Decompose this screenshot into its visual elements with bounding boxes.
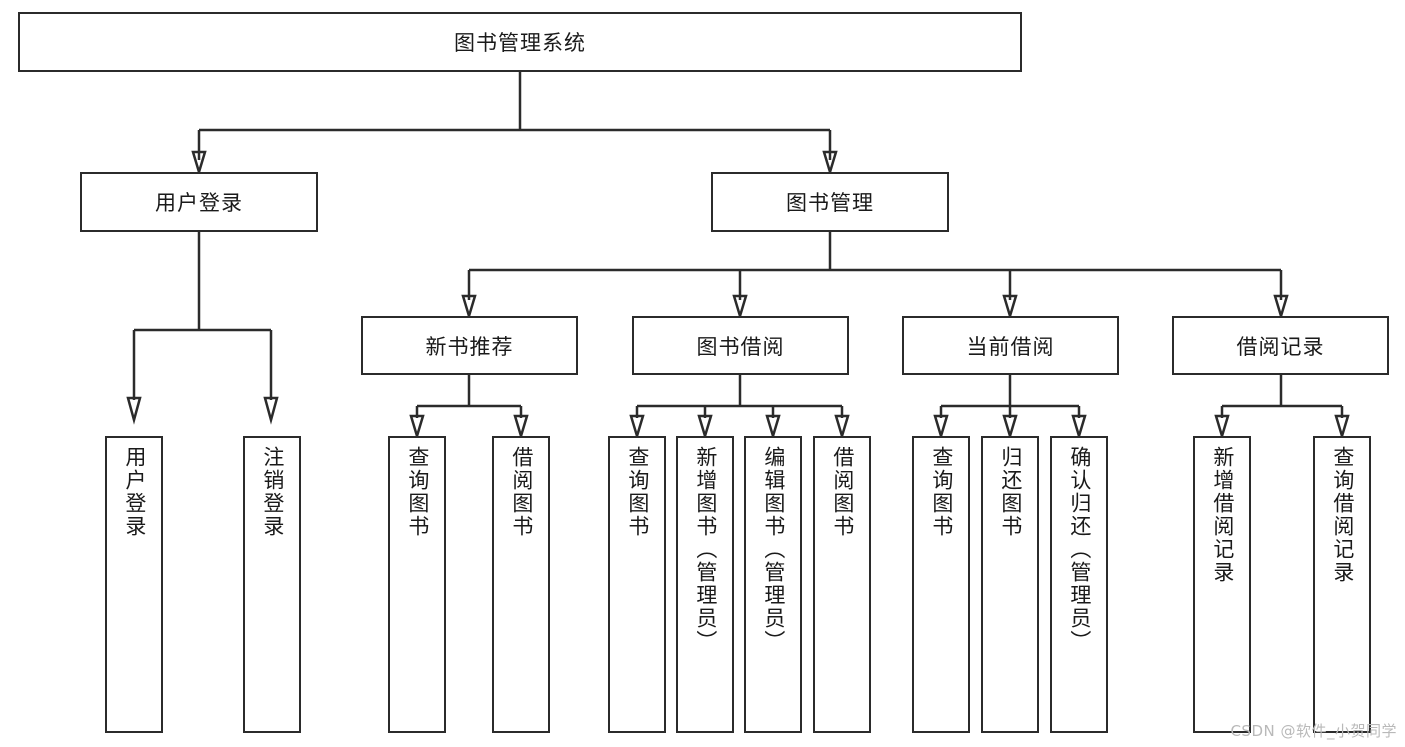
arrowhead-leaf-book-borrow-2 (697, 414, 713, 441)
leaf-label: 查询借阅记录 (1330, 446, 1355, 584)
arrowhead-leaf-current-borrow-3 (1071, 414, 1087, 441)
leaf-label: 查询图书 (929, 446, 954, 538)
node-root-library-system[interactable]: 图书管理系统 (18, 12, 1022, 72)
watermark: CSDN @软件_小贺同学 (1230, 722, 1397, 740)
leaf-book-borrow-query-book[interactable]: 查询图书 (608, 436, 666, 733)
leaf-book-borrow-edit-book-admin[interactable]: 编辑图书（管理员） (744, 436, 802, 733)
leaf-borrow-record-query-record[interactable]: 查询借阅记录 (1313, 436, 1371, 733)
leaf-book-borrow-add-book-admin[interactable]: 新增图书（管理员） (676, 436, 734, 733)
arrowhead-leaf-current-borrow-2 (1002, 414, 1018, 441)
node-new-book-recommend-label: 新书推荐 (425, 334, 514, 359)
leaf-label: 新增借阅记录 (1210, 446, 1235, 584)
leaf-label: 确认归还（管理员） (1067, 446, 1092, 653)
leaf-label: 用户登录 (122, 446, 147, 538)
arrowhead-leaf-current-borrow-1 (933, 414, 949, 441)
leaf-label: 归还图书 (998, 446, 1023, 538)
leaf-label: 查询图书 (405, 446, 430, 538)
arrowhead-borrow-record (1273, 294, 1289, 321)
arrowhead-new-book-recommend (461, 294, 477, 321)
node-new-book-recommend[interactable]: 新书推荐 (361, 316, 578, 375)
arrowhead-leaf-new-book-2 (513, 414, 529, 441)
node-book-manage-label: 图书管理 (786, 191, 874, 215)
leaf-new-book-query-book[interactable]: 查询图书 (388, 436, 446, 733)
leaf-current-borrow-query-book[interactable]: 查询图书 (912, 436, 970, 733)
leaf-label: 查询图书 (625, 446, 650, 538)
arrowhead-current-borrow (1002, 294, 1018, 321)
node-book-borrow-label: 图书借阅 (696, 334, 785, 359)
node-borrow-record-label: 借阅记录 (1236, 334, 1325, 359)
leaf-book-borrow-borrow-book[interactable]: 借阅图书 (813, 436, 871, 733)
arrowhead-leaf-book-borrow-1 (629, 414, 645, 441)
leaf-label: 新增图书（管理员） (693, 446, 718, 653)
node-current-borrow-label: 当前借阅 (966, 334, 1055, 359)
leaf-borrow-record-add-record[interactable]: 新增借阅记录 (1193, 436, 1251, 733)
node-book-manage[interactable]: 图书管理 (711, 172, 949, 232)
arrowhead-leaf-new-book-1 (409, 414, 425, 441)
node-borrow-record[interactable]: 借阅记录 (1172, 316, 1389, 375)
node-user-login-label: 用户登录 (155, 191, 243, 215)
arrowhead-user-login (191, 150, 207, 177)
node-user-login[interactable]: 用户登录 (80, 172, 318, 232)
leaf-user-login-login[interactable]: 用户登录 (105, 436, 163, 733)
arrowhead-leaf-user-login-1 (126, 396, 142, 425)
arrowhead-leaf-user-login-2 (263, 396, 279, 425)
arrowhead-book-borrow (732, 294, 748, 321)
leaf-label: 编辑图书（管理员） (761, 446, 786, 653)
arrowhead-leaf-borrow-record-2 (1334, 414, 1350, 441)
leaf-user-login-logout[interactable]: 注销登录 (243, 436, 301, 733)
leaf-current-borrow-return-book[interactable]: 归还图书 (981, 436, 1039, 733)
leaf-label: 借阅图书 (509, 446, 534, 538)
node-current-borrow[interactable]: 当前借阅 (902, 316, 1119, 375)
leaf-current-borrow-confirm-return-admin[interactable]: 确认归还（管理员） (1050, 436, 1108, 733)
arrowhead-leaf-book-borrow-4 (834, 414, 850, 441)
arrowhead-leaf-borrow-record-1 (1214, 414, 1230, 441)
arrowhead-book-manage (822, 150, 838, 177)
leaf-label: 借阅图书 (830, 446, 855, 538)
node-book-borrow[interactable]: 图书借阅 (632, 316, 849, 375)
arrowhead-leaf-book-borrow-3 (765, 414, 781, 441)
leaf-label: 注销登录 (260, 446, 285, 538)
leaf-new-book-borrow-book[interactable]: 借阅图书 (492, 436, 550, 733)
node-root-label: 图书管理系统 (454, 31, 586, 55)
